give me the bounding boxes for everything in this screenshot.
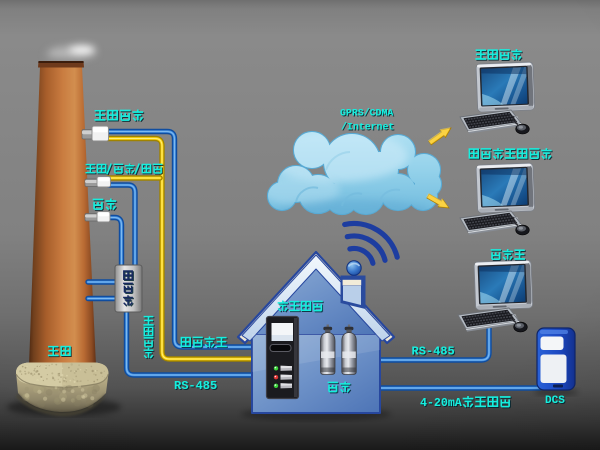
svg-text:GPRS/CDMA: GPRS/CDMA xyxy=(340,108,393,119)
svg-text:RS-485: RS-485 xyxy=(174,379,217,393)
svg-text:RS-485: RS-485 xyxy=(412,345,455,359)
svg-text:4-20mA: 4-20mA xyxy=(420,397,462,410)
svg-text:DCS: DCS xyxy=(545,395,565,407)
svg-text:/Internet: /Internet xyxy=(341,122,394,133)
